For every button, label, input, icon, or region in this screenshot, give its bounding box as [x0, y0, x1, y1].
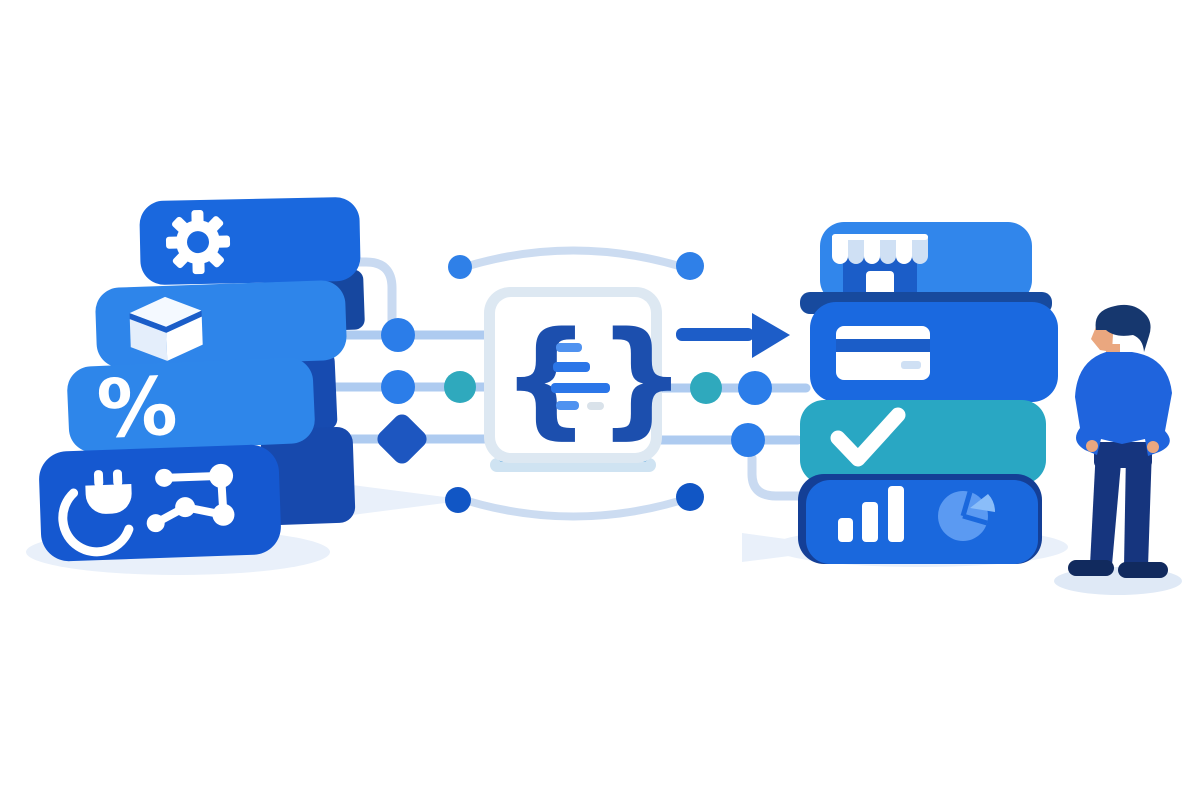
arrow-icon [676, 313, 790, 358]
dot-top-left [448, 255, 472, 279]
processor-card: { } [484, 287, 687, 472]
dot-bottom-left [445, 487, 471, 513]
person [1068, 304, 1172, 578]
dot-bottom-right [676, 483, 704, 511]
connectors [327, 246, 811, 521]
node-circle-mid [381, 370, 415, 404]
left-bar-cube [95, 280, 347, 368]
percent-glyph: % [95, 360, 179, 456]
person-right-hand [1147, 441, 1159, 453]
right-curve-connector [747, 453, 807, 501]
code-lines-icon [551, 343, 610, 410]
person-left-shoe [1068, 560, 1114, 576]
left-bar-integrations [39, 444, 281, 562]
person-sweater [1075, 352, 1172, 456]
brace-close-glyph: } [597, 304, 687, 451]
top-arc [451, 246, 696, 274]
left-stack-extrusion-3 [260, 426, 356, 526]
dot-top-right [676, 252, 704, 280]
person-right-leg [1124, 448, 1152, 567]
person-hair [1095, 304, 1151, 352]
person-hips [1094, 442, 1152, 468]
brace-open-glyph: { [501, 304, 591, 451]
person-left-hand [1086, 440, 1098, 452]
node-teal-left [444, 371, 476, 403]
left-curve-connector [345, 257, 397, 327]
left-bar-percent: % [67, 357, 315, 456]
node-circle-right-mid [738, 371, 772, 405]
credit-card-icon [836, 326, 930, 380]
right-stack [798, 222, 1058, 564]
node-circle-right-bottom [731, 423, 765, 457]
card-face [495, 297, 651, 453]
bar-chart-icon [838, 486, 904, 542]
right-cast-shadow [742, 533, 852, 562]
plug-icon [58, 469, 134, 557]
checkmark-icon [830, 407, 906, 467]
gear-icon [165, 210, 231, 275]
node-diamond [377, 414, 427, 464]
node-teal-right [690, 372, 722, 404]
left-bar-gear [139, 197, 361, 285]
cube-icon [129, 296, 203, 361]
pie-chart-icon [938, 491, 996, 541]
node-circle-top [381, 318, 415, 352]
left-stack: % [39, 197, 365, 562]
bottom-arc [451, 493, 696, 521]
person-right-shoe [1118, 562, 1168, 578]
person-left-leg [1090, 448, 1122, 565]
network-icon [146, 463, 235, 533]
